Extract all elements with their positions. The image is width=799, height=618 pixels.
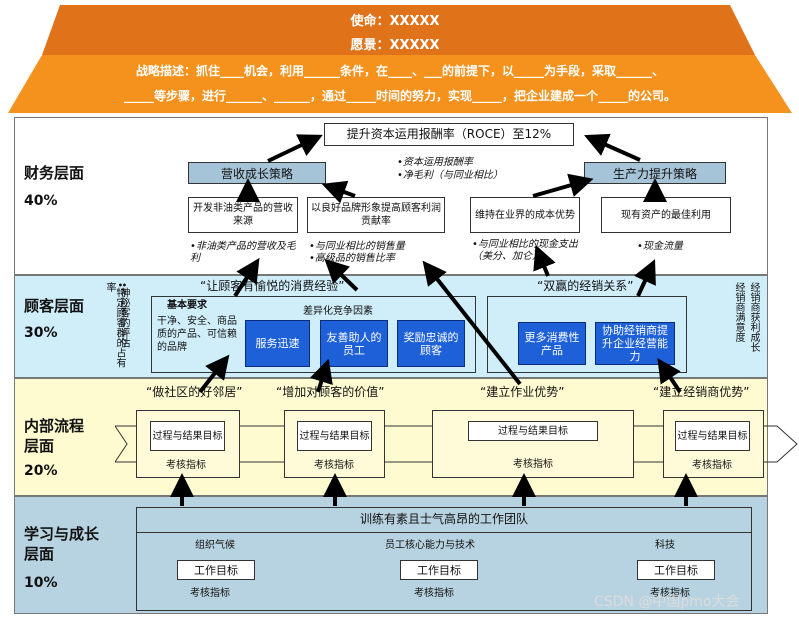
learning-band: [14, 496, 768, 614]
learning-goal-2: 工作目标: [400, 560, 478, 580]
sales-note: •与同业相比的销售量 •高级品的销售比率: [309, 241, 405, 264]
learning-goal-3: 工作目标: [637, 560, 715, 580]
revenue-growth-strategy: 营收成长策略: [188, 162, 326, 184]
theme-operations: “建立作业优势”: [480, 385, 565, 399]
learning-goal-1: 工作目标: [177, 560, 255, 580]
roce-goal-box: 提升资本运用报酬率（ROCE）至12%: [324, 123, 574, 146]
customer-pct: 30%: [24, 325, 58, 341]
theme-neighbor: “做社区的好邻居”: [146, 385, 243, 399]
diff-item-fast-service: 服务迅速: [245, 320, 310, 367]
process-flow-arrow: [115, 425, 798, 463]
cost-note: •与同业相比的现金支出（美分、加仑）: [472, 239, 578, 262]
asset-utilization-box: 现有资产的最佳利用: [601, 197, 731, 233]
diff-item-friendly-staff: 友善助人的员工: [320, 320, 388, 367]
side-note-mystery: •神秘客的评估: [118, 282, 129, 348]
side-note-share: •特定顾客群的占有率: [104, 282, 125, 368]
learning-kpi-1: 考核指标: [190, 588, 230, 599]
financial-pct: 40%: [24, 193, 58, 209]
learning-pct: 10%: [24, 575, 58, 591]
theme-dealer: “建立经销商优势”: [653, 385, 750, 399]
winwin-more-products: 更多消费性产品: [518, 322, 586, 365]
process-label: 内部流程 层面: [24, 417, 85, 455]
cost-advantage-box: 维持在业界的成本优势: [470, 197, 580, 233]
learning-col-competency: 员工核心能力与技术: [385, 540, 475, 551]
diff-item-loyalty: 奖励忠诚的顾客: [397, 320, 465, 367]
basic-text: 干净、安全、商品质的产品、可信赖的品牌: [157, 316, 237, 353]
winwin-title: “双赢的经销关系”: [537, 279, 634, 293]
roof-shape: [8, 5, 792, 113]
process-goal-1: 过程与结果目标: [150, 421, 225, 451]
process-kpi-2: 考核指标: [314, 460, 354, 471]
learning-col-tech: 科技: [655, 540, 675, 551]
mission-text: 使命：XXXXX: [350, 14, 440, 29]
side-note-dealer-satisfaction: 经销商满意度: [733, 282, 744, 342]
winwin-dealer-capability: 协助经销商提升企业经营能力: [595, 322, 675, 365]
theme-customer-value: “增加对顾客的价值”: [276, 385, 385, 399]
roce-note-1: •资本运用报酬率: [397, 157, 473, 168]
brand-box: 以良好品牌形象提高顾客利润贡献率: [307, 197, 445, 233]
watermark: CSDN @中国pmo大会: [594, 594, 740, 610]
basic-title: 基本要求: [167, 300, 207, 311]
team-title: 训练有素且士气高昂的工作团队: [359, 512, 528, 526]
process-goal-4: 过程与结果目标: [675, 421, 750, 451]
experience-title: “让顾客有愉悦的消费经验”: [200, 279, 345, 293]
diff-title: 差异化竞争因素: [303, 306, 373, 317]
productivity-strategy: 生产力提升策略: [584, 162, 726, 184]
process-goal-3: 过程与结果目标: [468, 421, 598, 441]
process-pct: 20%: [24, 463, 58, 479]
new-revenue-box: 开发非油类产品的营收来源: [188, 197, 298, 233]
process-kpi-4: 考核指标: [692, 460, 732, 471]
process-kpi-3: 考核指标: [513, 459, 553, 470]
customer-label: 顾客层面: [24, 297, 85, 315]
process-kpi-1: 考核指标: [166, 460, 206, 471]
cashflow-note: •现金流量: [637, 241, 683, 252]
learning-kpi-2: 考核指标: [414, 588, 454, 599]
team-header: [136, 507, 752, 533]
strategy-line-2: _____等步骤，进行______、______，通过_____时间的努力，实现…: [123, 89, 676, 103]
roce-note-2: •净毛利（与同业相比）: [397, 170, 503, 181]
vision-text: 愿景：XXXXX: [350, 38, 440, 53]
process-goal-2: 过程与结果目标: [297, 421, 372, 451]
financial-label: 财务层面: [24, 164, 85, 182]
strategy-line-1: 战略描述：抓住____机会，利用______条件，在____、___的前提下，以…: [135, 64, 664, 78]
side-note-dealer-growth: 经销商获利成长: [748, 282, 759, 352]
learning-label: 学习与成长 层面: [24, 525, 100, 563]
learning-kpi-3: 考核指标: [650, 588, 690, 599]
learning-col-climate: 组织气候: [195, 540, 235, 551]
nonoil-note: •非油类产品的营收及毛利: [190, 241, 296, 264]
team-frame: [136, 507, 752, 611]
